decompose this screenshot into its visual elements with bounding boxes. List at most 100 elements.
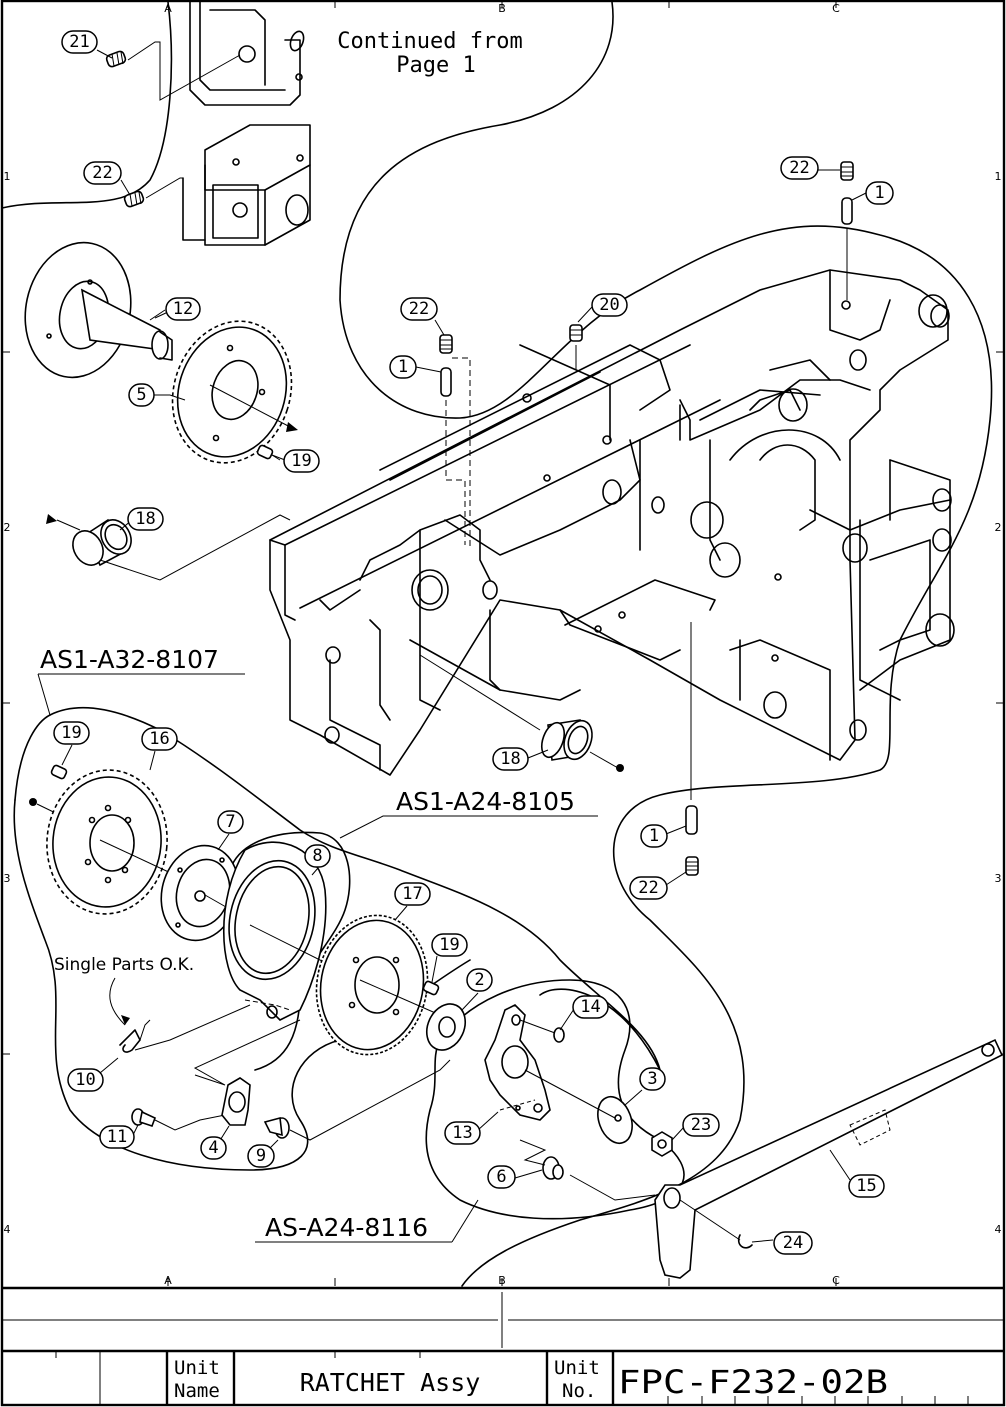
washer-2: [420, 998, 473, 1057]
svg-text:1: 1: [874, 183, 884, 203]
sprocket-5: [155, 306, 310, 479]
callout-4: 4: [201, 1137, 226, 1159]
grid-row-3-left: 3: [4, 872, 11, 885]
callout-13: 13: [445, 1122, 480, 1144]
callout-15: 15: [849, 1175, 884, 1197]
grid-row-1-left: 1: [4, 170, 11, 183]
svg-text:19: 19: [291, 451, 311, 471]
callout-19: 19: [284, 450, 319, 472]
callout-9: 9: [248, 1145, 274, 1167]
callout-21: 21: [62, 31, 97, 53]
svg-text:1: 1: [398, 357, 408, 377]
plate-8: [218, 842, 330, 1020]
svg-text:22: 22: [789, 158, 809, 178]
svg-text:2: 2: [474, 970, 484, 990]
callout-20: 20: [592, 294, 627, 316]
grid-col-c-top: C: [832, 2, 840, 15]
grid-row-4-left: 4: [4, 1223, 11, 1236]
assembly-label-a24-8116: AS-A24-8116: [265, 1213, 428, 1242]
svg-text:3: 3: [647, 1069, 657, 1089]
single-parts-text: Single Parts O.K.: [54, 955, 194, 975]
gear-17: [306, 907, 440, 1064]
callout-22: 22: [630, 877, 667, 899]
callout-22: 22: [401, 298, 437, 320]
callout-24: 24: [774, 1232, 812, 1254]
callout-6: 6: [488, 1166, 515, 1188]
screw-20: [570, 325, 582, 370]
svg-text:18: 18: [135, 509, 155, 529]
svg-text:22: 22: [92, 163, 112, 183]
unit-name-value: RATCHET Assy: [300, 1368, 481, 1397]
callout-11: 11: [100, 1126, 134, 1148]
svg-text:1: 1: [649, 826, 659, 846]
callout-18: 18: [493, 748, 528, 770]
continued-line-2: Page 1: [396, 53, 475, 78]
svg-text:21: 21: [69, 32, 89, 52]
assembly-label-a32-8107: AS1-A32-8107: [40, 645, 219, 674]
lever-13: [485, 1005, 550, 1120]
screw-22-top-right: [841, 162, 853, 180]
unit-no-value: FPC-F232-02B: [618, 1363, 888, 1401]
callout-22: 22: [84, 162, 121, 184]
unit-name-label-1: Unit: [174, 1357, 220, 1379]
svg-text:6: 6: [496, 1167, 506, 1187]
svg-text:24: 24: [783, 1233, 803, 1253]
nut-23: [652, 1132, 672, 1156]
grid-row-1-right: 1: [995, 170, 1002, 183]
callout-7: 7: [218, 811, 243, 833]
callout-1: 1: [866, 182, 893, 204]
svg-text:8: 8: [312, 846, 322, 866]
callout-1: 1: [641, 825, 667, 847]
screw-19-b: [51, 765, 68, 780]
sprocket-16: [29, 765, 175, 919]
svg-text:19: 19: [439, 935, 459, 955]
unit-no-label-2: No.: [562, 1380, 596, 1402]
callout-3: 3: [640, 1068, 665, 1090]
screw-22-right: [686, 857, 698, 875]
svg-text:12: 12: [173, 299, 193, 319]
svg-text:23: 23: [691, 1115, 711, 1135]
grid-col-a-bottom: A: [164, 1274, 172, 1287]
callout-22: 22: [781, 157, 818, 179]
callout-19: 19: [432, 934, 467, 956]
svg-text:13: 13: [452, 1123, 472, 1143]
svg-text:17: 17: [402, 884, 422, 904]
unit-no-label-1: Unit: [554, 1357, 600, 1379]
disc-shaft-12: [13, 233, 172, 388]
bracket-4: [195, 1020, 300, 1125]
callout-17: 17: [395, 883, 430, 905]
svg-text:22: 22: [409, 299, 429, 319]
svg-text:22: 22: [638, 878, 658, 898]
spring-10: [120, 1005, 250, 1052]
callout-16: 16: [142, 728, 177, 750]
grid-col-b-top: B: [498, 2, 506, 15]
grid-col-b-bottom: B: [498, 1274, 506, 1287]
svg-text:15: 15: [856, 1176, 876, 1196]
callout-8: 8: [305, 845, 330, 867]
svg-text:11: 11: [107, 1127, 127, 1147]
svg-text:16: 16: [149, 729, 169, 749]
callout-14: 14: [573, 996, 608, 1018]
svg-text:5: 5: [136, 385, 146, 405]
pin-14: [520, 1020, 564, 1042]
single-parts-note: Single Parts O.K.: [54, 955, 194, 1025]
svg-text:7: 7: [225, 812, 235, 832]
title-block: Unit Name RATCHET Assy Unit No. FPC-F232…: [2, 1288, 1004, 1405]
callout-12: 12: [166, 298, 200, 320]
svg-text:14: 14: [580, 997, 600, 1017]
callout-10: 10: [68, 1069, 103, 1091]
screw-19-a: [257, 445, 280, 460]
screw-22-a: [123, 178, 183, 208]
callout-1: 1: [390, 356, 416, 378]
grid-row-3-right: 3: [995, 872, 1002, 885]
assembly-label-a24-8105: AS1-A24-8105: [396, 787, 575, 816]
callout-19: 19: [54, 722, 89, 744]
continued-line-1: Continued from: [337, 29, 522, 54]
callout-5: 5: [129, 384, 154, 406]
svg-text:20: 20: [599, 295, 619, 315]
grid-row-4-right: 4: [995, 1223, 1002, 1236]
grid-col-c-bottom: C: [832, 1274, 840, 1287]
screw-21: [105, 42, 240, 100]
grid-row-2-right: 2: [995, 521, 1002, 534]
